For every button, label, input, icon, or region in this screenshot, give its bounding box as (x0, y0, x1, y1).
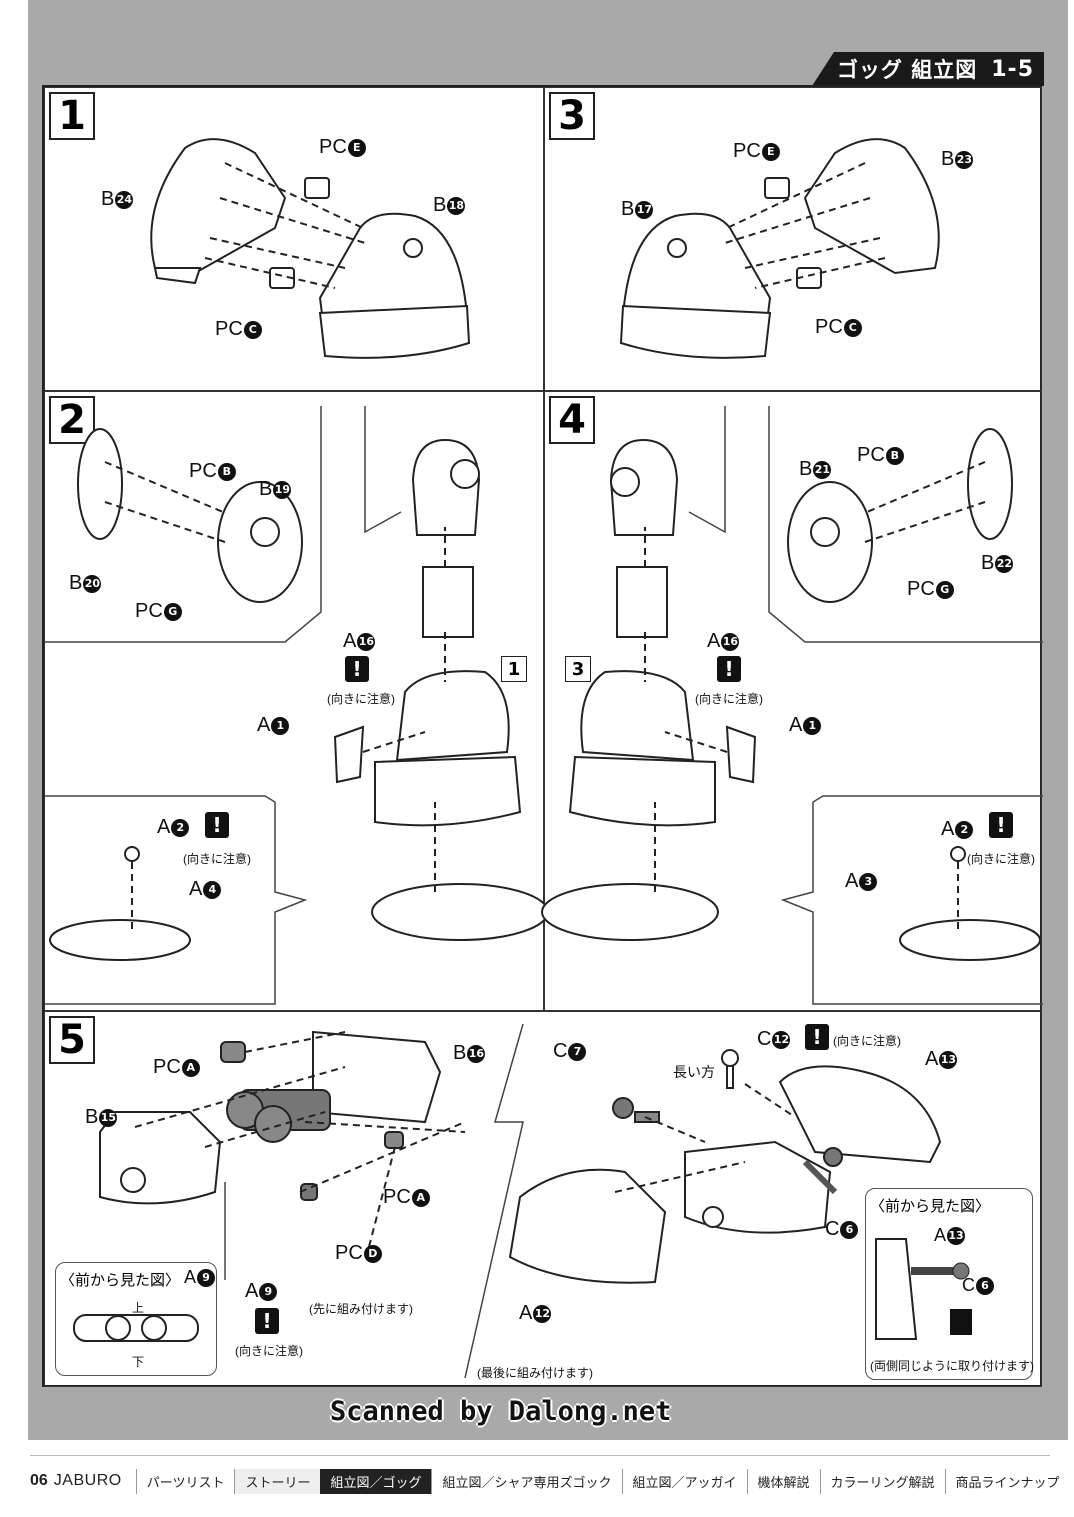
footer-nav-story[interactable]: ストーリー (234, 1468, 321, 1494)
header-title: ゴッグ 組立図 (836, 58, 978, 82)
footer-divider (30, 1455, 1050, 1456)
step-3-illustration (619, 138, 940, 359)
step-3-number: 3 (549, 92, 595, 140)
inset-front-view-drawing (73, 1314, 199, 1342)
inset-right-drawing (875, 1238, 972, 1340)
step-5-warning-icon-c12: ! (805, 1024, 829, 1050)
step-2-panel: 2 (44, 391, 549, 1011)
step-2-number: 2 (49, 396, 95, 444)
step-4-warning-icon-a2: ! (989, 812, 1013, 838)
step-1-illustration (150, 138, 471, 359)
step-2-orientation-note-a2: (向きに注意) (183, 852, 251, 866)
long-side-note: 長い方 (673, 1064, 715, 1080)
footer-page-number: 06 (30, 1472, 48, 1489)
footer-nav-coloring-info[interactable]: カラーリング解説 (819, 1468, 945, 1494)
step-2-orientation-note: (向きに注意) (327, 692, 395, 706)
footer-nav-assembly-acguy[interactable]: 組立図／アッガイ (621, 1468, 747, 1494)
step-1-number: 1 (49, 92, 95, 140)
step-5-orientation-note-a9: (向きに注意) (235, 1344, 303, 1358)
step-4-orientation-note-a2: (向きに注意) (967, 852, 1035, 866)
footer-nav-assembly-gogg[interactable]: 組立図／ゴッグ (320, 1468, 432, 1494)
footer-nav-assembly-zgok[interactable]: 組立図／シャア専用ズゴック (431, 1468, 621, 1494)
step-5-panel: 5 (44, 1011, 1042, 1387)
step-5-warning-icon-a9: ! (255, 1308, 279, 1334)
step-5-number: 5 (49, 1016, 95, 1064)
header-page-ref: 1-5 (991, 56, 1034, 82)
step-2-warning-icon-a2: ! (205, 812, 229, 838)
front-view-title-right: 〈前から見た図〉 (870, 1198, 991, 1215)
step-4-panel: 4 (541, 391, 1043, 1011)
footer-nav-bar: 06 JABURO パーツリスト ストーリー 組立図／ゴッグ 組立図／シャア専用… (30, 1466, 1060, 1496)
footer-nav-parts-list[interactable]: パーツリスト (135, 1468, 235, 1494)
step-5-orientation-note-c12: (向きに注意) (833, 1034, 901, 1048)
step-4-ref-step-3: 3 (565, 656, 591, 682)
scan-watermark: Scanned by Dalong.net (330, 1396, 672, 1427)
front-view-title-left: 〈前から見た図〉 (60, 1272, 181, 1289)
step-4-warning-icon: ! (717, 656, 741, 682)
inset-up-label: 上 (132, 1301, 145, 1315)
both-sides-note: (両側同じように取り付けます) (870, 1359, 1034, 1373)
footer-brand: JABURO (53, 1472, 122, 1489)
attach-first-note: (先に組み付けます) (309, 1302, 413, 1316)
step-4-illustration (541, 406, 1043, 1005)
step-2-illustration (45, 406, 549, 1005)
inset-down-label: 下 (132, 1355, 145, 1369)
attach-last-note: (最後に組み付けます) (477, 1366, 593, 1380)
page-header-tab: ゴッグ 組立図 1-5 (812, 52, 1044, 86)
footer-nav-mobile-suit-info[interactable]: 機体解説 (746, 1468, 820, 1494)
footer-nav-product-lineup[interactable]: 商品ラインナップ (944, 1468, 1070, 1494)
step-2-warning-icon: ! (345, 656, 369, 682)
step-5-illustration (99, 1023, 942, 1379)
step-4-orientation-note: (向きに注意) (695, 692, 763, 706)
step-4-number: 4 (549, 396, 595, 444)
step-2-ref-step-1: 1 (501, 656, 527, 682)
